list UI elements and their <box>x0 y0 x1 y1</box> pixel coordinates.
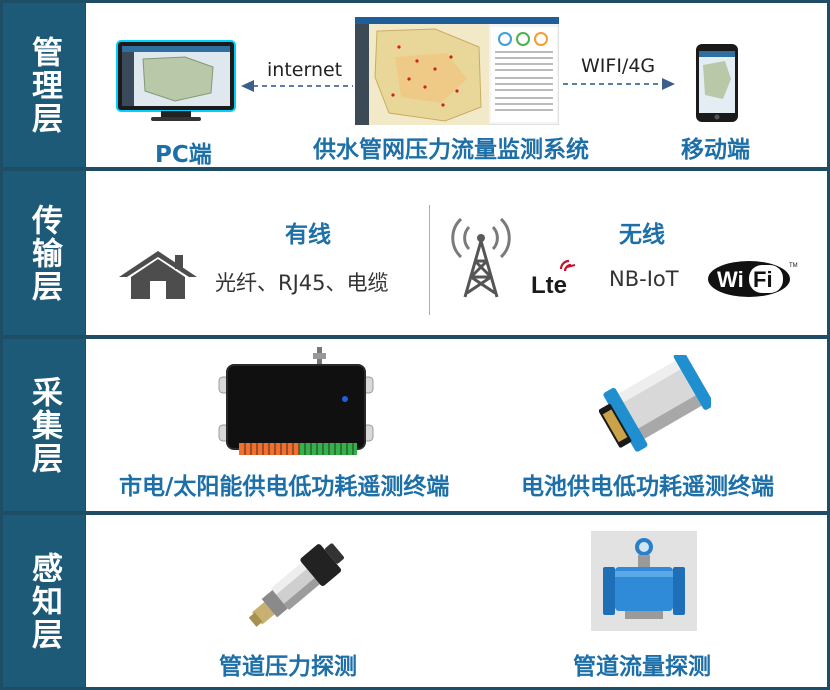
pressure-label: 管道压力探测 <box>219 654 357 680</box>
internet-label: internet <box>267 59 343 81</box>
svg-text:Lte: Lte <box>531 272 567 299</box>
side-separator <box>85 515 89 687</box>
transport-side-label: 传输层 <box>3 171 85 335</box>
lte-logo: Lte <box>531 259 576 299</box>
svg-text:TM: TM <box>789 263 798 269</box>
flow-meter-image <box>591 531 697 631</box>
nbiot-label: NB-IoT <box>609 267 679 291</box>
sensing-layer: 感知层 管道压力探测 管道流量探测 <box>0 512 830 690</box>
sensing-side-label: 感知层 <box>3 515 85 687</box>
wireless-title: 无线 <box>619 222 665 248</box>
pc-monitor-icon <box>116 40 236 121</box>
transport-side-text: 传输层 <box>26 203 62 303</box>
pc-label: PC端 <box>155 142 212 168</box>
radio-tower-icon <box>451 217 511 298</box>
mobile-label: 移动端 <box>681 137 750 163</box>
wired-title: 有线 <box>285 222 331 248</box>
wireless-label: WIFI/4G <box>581 55 656 77</box>
transport-layer: 传输层 有线 光纤、RJ45、电缆 <box>0 168 830 338</box>
side-separator <box>85 3 89 167</box>
side-separator <box>85 171 89 335</box>
management-layer: 管理层 PC端 供 <box>0 0 830 170</box>
management-side-text: 管理层 <box>26 35 62 135</box>
wifi-logo: Wi Fi TM <box>708 261 798 297</box>
management-side-label: 管理层 <box>3 3 85 167</box>
dashboard-screenshot <box>355 17 559 125</box>
acquisition-side-text: 采集层 <box>26 375 62 475</box>
pressure-sensor-image <box>248 543 344 627</box>
wired-items: 光纤、RJ45、电缆 <box>215 271 389 295</box>
internet-arrow <box>241 80 353 92</box>
wireless-arrow <box>563 78 675 90</box>
terminal-a-label: 市电/太阳能供电低功耗遥测终端 <box>119 474 450 500</box>
system-label: 供水管网压力流量监测系统 <box>313 137 589 163</box>
acquisition-layer: 采集层 市电/太阳能供电低功 <box>0 336 830 514</box>
battery-terminal-image <box>599 355 711 452</box>
side-separator <box>85 339 89 511</box>
sensing-side-text: 感知层 <box>26 551 62 651</box>
telemetry-terminal-image <box>218 347 374 455</box>
acquisition-side-label: 采集层 <box>3 339 85 511</box>
terminal-b-label: 电池供电低功耗遥测终端 <box>521 474 774 500</box>
svg-text:Fi: Fi <box>753 267 773 292</box>
svg-text:Wi: Wi <box>717 267 744 292</box>
transport-divider <box>429 205 430 315</box>
house-icon <box>119 251 197 299</box>
smartphone-icon <box>696 44 738 122</box>
flow-label: 管道流量探测 <box>573 654 711 680</box>
